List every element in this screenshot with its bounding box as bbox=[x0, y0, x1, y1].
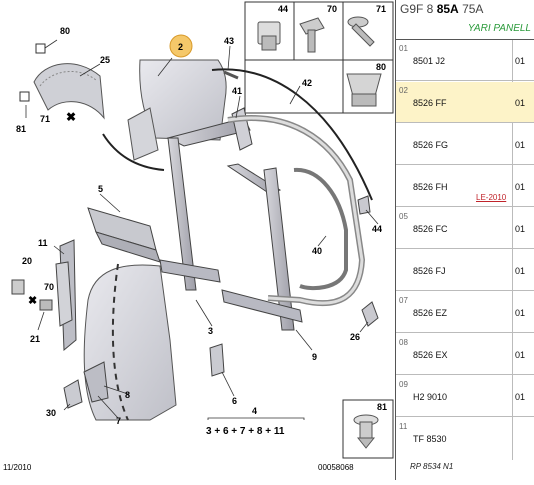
door-frame bbox=[159, 107, 303, 331]
header-model: 85A bbox=[436, 2, 459, 16]
part-reference: TF 8530 bbox=[413, 434, 447, 444]
callout-42: 42 bbox=[302, 78, 312, 88]
part-row[interactable]: 11 TF 8530 bbox=[396, 418, 534, 444]
callout-21: 21 bbox=[30, 334, 40, 344]
callout-6: 6 bbox=[232, 396, 237, 406]
callout-11: 11 bbox=[38, 238, 48, 248]
push-clip-icon bbox=[353, 414, 379, 449]
inset-label-80: 80 bbox=[376, 62, 386, 72]
small-brackets bbox=[63, 343, 225, 409]
part-index: 05 bbox=[399, 212, 408, 221]
part-reference: 8526 FJ bbox=[413, 266, 446, 276]
callout-2: 2 bbox=[178, 42, 183, 52]
part-quantity: 01 bbox=[515, 224, 526, 234]
panel-footer: RP 8534 N1 bbox=[410, 462, 454, 471]
callout-26: 26 bbox=[350, 332, 360, 342]
part-quantity: 01 bbox=[515, 56, 526, 66]
part-row[interactable]: 08 8526 EX 01 bbox=[396, 334, 534, 375]
part-reference: 8501 J2 bbox=[413, 56, 446, 66]
part-index: 02 bbox=[399, 86, 408, 95]
part-note-link: LE-2010 bbox=[476, 193, 507, 202]
bolt-icon bbox=[299, 17, 325, 53]
callout-25: 25 bbox=[100, 55, 110, 65]
callout-4: 4 bbox=[252, 406, 257, 416]
reinforcement-bracket bbox=[87, 207, 161, 263]
svg-text:✖: ✖ bbox=[28, 295, 37, 307]
part-quantity: 01 bbox=[515, 182, 526, 192]
wheel-arch-liner bbox=[33, 63, 105, 120]
part-row[interactable]: 09 H2 9010 01 bbox=[396, 376, 534, 417]
callout-bubble-selected bbox=[169, 34, 193, 58]
part-quantity: 01 bbox=[515, 392, 526, 402]
header-prefix: G9F 8 bbox=[400, 2, 434, 16]
callout-41: 41 bbox=[232, 86, 242, 96]
callout-3: 3 bbox=[208, 326, 213, 336]
self-tapping-screw-icon bbox=[347, 16, 375, 47]
part-reference: 8526 FH bbox=[413, 182, 448, 192]
part-reference: 8526 EZ bbox=[413, 308, 448, 318]
callout-7: 7 bbox=[116, 416, 121, 426]
leader-lines bbox=[37, 45, 379, 419]
part-quantity: 01 bbox=[515, 140, 526, 150]
fastener-inset-bottom: 81 bbox=[342, 399, 394, 459]
callout-30: 30 bbox=[46, 408, 56, 418]
exploded-parts-diagram: 44 70 71 80 81 ✖ bbox=[3, 1, 394, 472]
part-reference: H2 9010 bbox=[413, 392, 448, 402]
inset-label-44: 44 bbox=[278, 4, 288, 14]
lower-pillar-assembly: ✖ bbox=[11, 239, 77, 352]
fastener-inset-top: 44 70 71 80 bbox=[244, 1, 394, 114]
callout-5: 5 bbox=[98, 184, 103, 194]
panel-header: G9F 8 85A 75A bbox=[396, 0, 534, 18]
side-panel bbox=[127, 59, 227, 161]
part-row[interactable]: 07 8526 EZ 01 bbox=[396, 292, 534, 333]
part-index: 11 bbox=[399, 422, 408, 431]
rear-quarter-panel bbox=[83, 263, 177, 421]
part-row[interactable]: 8526 FJ 01 bbox=[396, 250, 534, 291]
callout-8: 8 bbox=[125, 390, 130, 400]
part-index: 08 bbox=[399, 338, 408, 347]
callout-44: 44 bbox=[372, 224, 382, 234]
rivet-clip-icon bbox=[346, 73, 382, 107]
part-reference: 8526 FC bbox=[413, 224, 448, 234]
part-index: 07 bbox=[399, 296, 408, 305]
callout-40: 40 bbox=[312, 246, 322, 256]
part-index: 01 bbox=[399, 44, 408, 53]
inset-label-71: 71 bbox=[376, 4, 386, 14]
part-index: 09 bbox=[399, 380, 408, 389]
svg-text:✖: ✖ bbox=[66, 110, 76, 124]
callout-43: 43 bbox=[224, 36, 234, 46]
part-row[interactable]: 01 8501 J2 01 bbox=[396, 40, 534, 81]
callout-20: 20 bbox=[22, 256, 32, 266]
part-reference: 8526 FG bbox=[413, 140, 449, 150]
diagram-date: 11/2010 bbox=[3, 463, 32, 472]
part-reference: 8526 FF bbox=[413, 98, 447, 108]
inset-label-81: 81 bbox=[377, 402, 387, 412]
part-quantity: 01 bbox=[515, 350, 526, 360]
assembly-formula: 3 + 6 + 7 + 8 + 11 bbox=[206, 426, 285, 437]
callout-80: 80 bbox=[60, 26, 70, 36]
column-divider bbox=[512, 40, 513, 460]
part-row[interactable]: 8526 FG 01 bbox=[396, 124, 534, 165]
part-quantity: 01 bbox=[515, 266, 526, 276]
clip-icon bbox=[257, 21, 281, 51]
header-suffix: 75A bbox=[462, 2, 484, 16]
callout-70: 70 bbox=[44, 282, 54, 292]
part-quantity: 01 bbox=[515, 98, 526, 108]
part-row[interactable]: 02 8526 FF 01 bbox=[396, 82, 534, 123]
part-quantity: 01 bbox=[515, 308, 526, 318]
callout-9: 9 bbox=[312, 352, 317, 362]
part-row[interactable]: 05 8526 FC 01 bbox=[396, 208, 534, 249]
door-seal bbox=[227, 115, 366, 307]
callout-81: 81 bbox=[16, 124, 26, 134]
parts-list-panel: G9F 8 85A 75A YARI PANELL 01 8501 J2 01 02 8… bbox=[395, 0, 534, 480]
callout-71: 71 bbox=[40, 114, 50, 124]
inset-label-70: 70 bbox=[327, 4, 337, 14]
panel-subtitle: YARI PANELL bbox=[396, 18, 534, 40]
diagram-code: 00058068 bbox=[318, 463, 354, 472]
part-reference: 8526 EX bbox=[413, 350, 448, 360]
